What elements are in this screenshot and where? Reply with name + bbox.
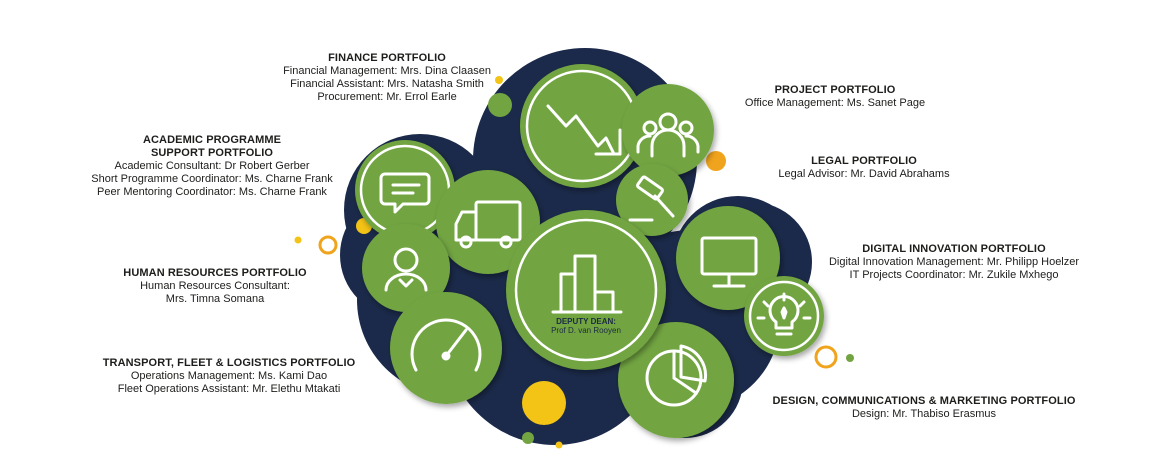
design-portfolio: DESIGN, COMMUNICATIONS & MARKETING PORTF…: [772, 395, 1075, 421]
chat-bubble-icon: [379, 172, 431, 214]
deputy-dean-title: DEPUTY DEAN:: [556, 317, 616, 326]
transport-line: Operations Management: Ms. Kami Dao: [130, 370, 328, 382]
monitor-icon: [700, 236, 758, 288]
legal-bubble: [616, 164, 688, 236]
team-icon: [636, 112, 700, 158]
lightbulb-bubble: [744, 276, 824, 356]
project-title: PROJECT PORTFOLIO: [774, 84, 896, 96]
academic-title: ACADEMIC PROGRAMME: [142, 134, 282, 146]
academic-line: Short Programme Coordinator: Ms. Charne …: [91, 173, 333, 185]
center-label: DEPUTY DEAN: Prof D. van Rooyen: [551, 317, 621, 335]
gauge-icon: [410, 318, 482, 372]
design-line: Design: Mr. Thabiso Erasmus: [851, 408, 997, 420]
transport-title: TRANSPORT, FLEET & LOGISTICS PORTFOLIO: [102, 357, 356, 369]
academic-line: Peer Mentoring Coordinator: Ms. Charne F…: [97, 186, 327, 198]
digital-portfolio: DIGITAL INNOVATION PORTFOLIO Digital Inn…: [829, 243, 1079, 282]
digital-title: DIGITAL INNOVATION PORTFOLIO: [862, 243, 1046, 255]
hr-bubble: [362, 224, 450, 312]
finance-line: Financial Assistant: Mrs. Natasha Smith: [290, 78, 484, 90]
dot: [318, 235, 338, 255]
dot: [814, 345, 838, 369]
gavel-icon: [628, 175, 675, 222]
dot: [488, 93, 512, 117]
digital-line: IT Projects Coordinator: Mr. Zukile Mxhe…: [849, 269, 1059, 281]
hr-line: Mrs. Timna Somana: [165, 293, 265, 305]
transport-line: Fleet Operations Assistant: Mr. Elethu M…: [117, 383, 341, 395]
dot: [522, 432, 534, 444]
academic-line: Academic Consultant: Dr Robert Gerber: [114, 160, 310, 172]
dot: [522, 381, 566, 425]
design-bubble: [618, 322, 734, 438]
project-line: Office Management: Ms. Sanet Page: [744, 97, 926, 109]
finance-title: FINANCE PORTFOLIO: [328, 52, 446, 64]
project-portfolio: PROJECT PORTFOLIO Office Management: Ms.…: [745, 84, 925, 110]
person-icon: [384, 247, 428, 292]
pie-chart-icon: [645, 344, 707, 407]
finance-portfolio: FINANCE PORTFOLIO Financial Management: …: [283, 52, 491, 104]
dot: [495, 76, 503, 84]
hr-title: HUMAN RESOURCES PORTFOLIO: [123, 267, 307, 279]
hr-line: Human Resources Consultant:: [140, 280, 290, 292]
academic-portfolio: ACADEMIC PROGRAMME SUPPORT PORTFOLIO Aca…: [91, 134, 332, 199]
transport-bubble: [390, 292, 502, 404]
dot: [846, 354, 854, 362]
finance-line: Financial Management: Mrs. Dina Claasen: [283, 65, 491, 77]
truck-bubble: [436, 170, 540, 274]
legal-title: LEGAL PORTFOLIO: [811, 155, 917, 167]
decorative-dots: [294, 76, 854, 449]
digital-bubble: [676, 206, 780, 310]
finance-line: Procurement: Mr. Errol Earle: [317, 91, 457, 103]
dot: [555, 441, 563, 449]
dot: [294, 236, 302, 244]
hr-portfolio: HUMAN RESOURCES PORTFOLIO Human Resource…: [123, 267, 306, 306]
digital-line: Digital Innovation Management: Mr. Phili…: [828, 256, 1080, 268]
center-bubble: [506, 210, 666, 370]
design-title: DESIGN, COMMUNICATIONS & MARKETING PORTF…: [772, 395, 1076, 407]
dot: [706, 151, 726, 171]
project-bubble: [622, 84, 714, 176]
declining-trend-chart-icon: [546, 104, 622, 156]
transport-portfolio: TRANSPORT, FLEET & LOGISTICS PORTFOLIO O…: [103, 357, 356, 396]
lightbulb-icon: [756, 292, 812, 336]
deputy-dean-name: Prof D. van Rooyen: [551, 326, 621, 335]
legal-portfolio: LEGAL PORTFOLIO Legal Advisor: Mr. David…: [778, 155, 949, 181]
academic-title-2: SUPPORT PORTFOLIO: [150, 147, 274, 159]
office-buildings-icon: [551, 254, 623, 314]
legal-line: Legal Advisor: Mr. David Abrahams: [778, 168, 950, 180]
truck-icon: [454, 200, 522, 249]
